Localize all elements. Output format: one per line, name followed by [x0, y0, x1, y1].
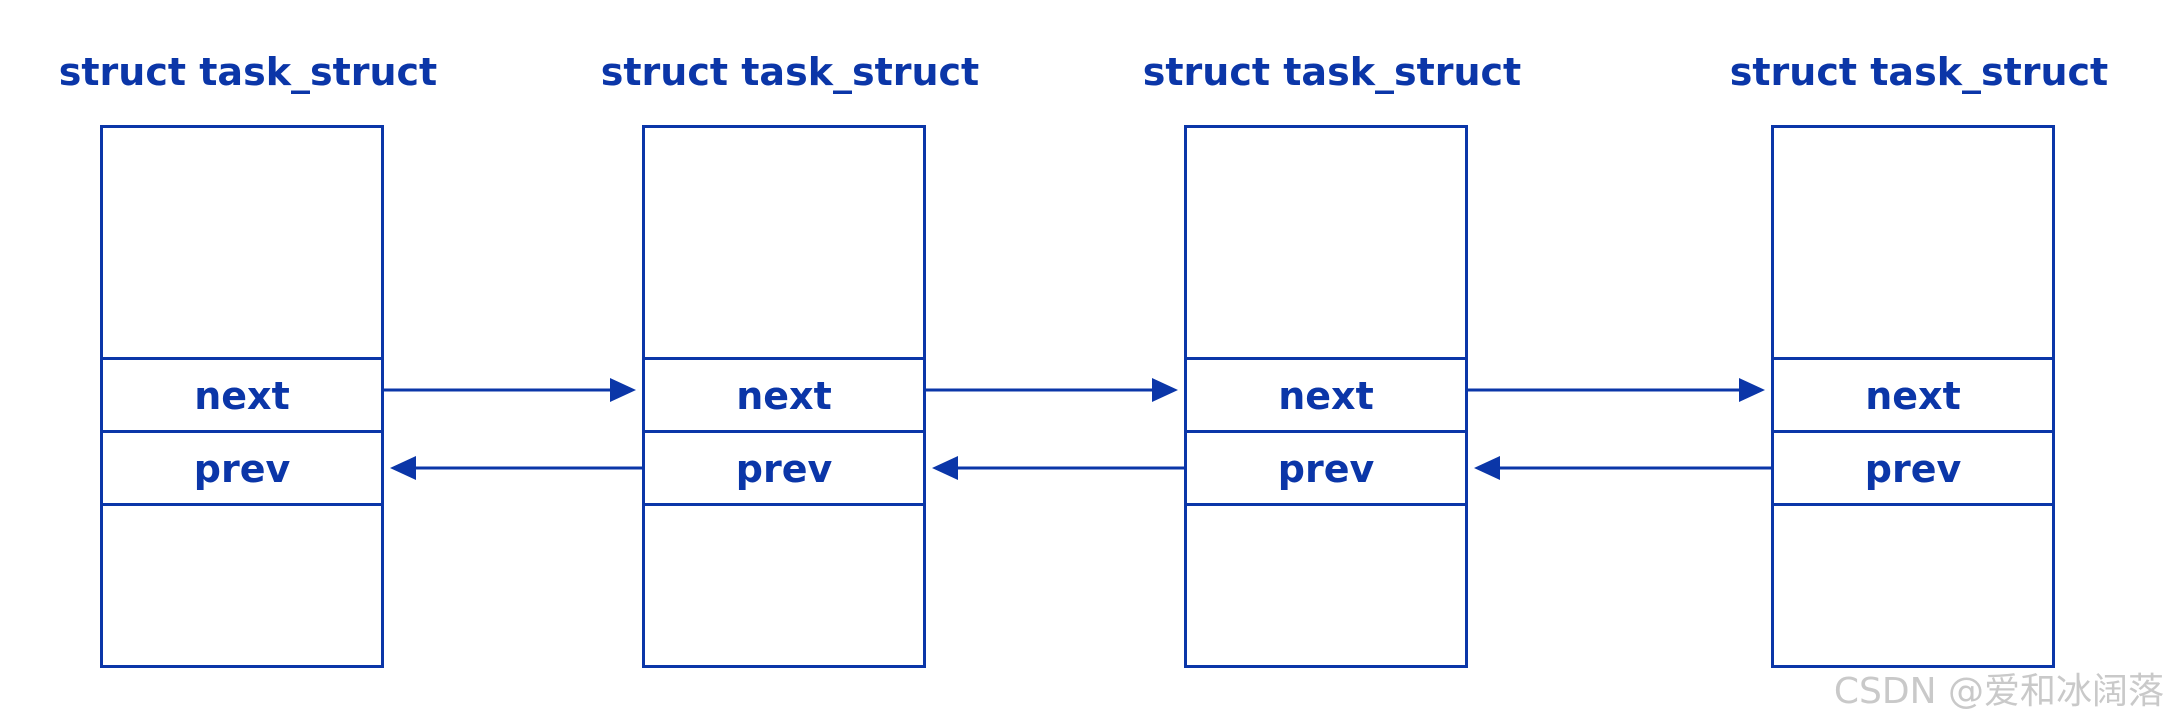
node-3-prev-field: prev — [1774, 430, 2052, 505]
node-1-field-divider — [645, 503, 923, 506]
watermark: CSDN @爱和冰阔落 — [1833, 671, 2164, 712]
node-2-box: next prev — [1184, 125, 1468, 668]
next-arrow-1-to-2-head — [1152, 378, 1178, 402]
prev-arrow-1-to-0 — [390, 456, 642, 480]
node-0-title: struct task_struct — [58, 50, 438, 94]
prev-arrow-1-to-0-head — [390, 456, 416, 480]
node-0-next-field: next — [103, 357, 381, 432]
prev-arrow-3-to-2 — [1474, 456, 1771, 480]
prev-arrow-2-to-1-head — [932, 456, 958, 480]
node-2-prev-field: prev — [1187, 430, 1465, 505]
next-arrow-1-to-2 — [926, 378, 1178, 402]
node-1-prev-field: prev — [645, 430, 923, 505]
node-1-next-field: next — [645, 357, 923, 432]
node-3-next-field: next — [1774, 357, 2052, 432]
node-1-title: struct task_struct — [600, 50, 980, 94]
next-arrow-2-to-3-head — [1739, 378, 1765, 402]
node-2-field-divider — [1187, 503, 1465, 506]
next-arrow-0-to-1-head — [610, 378, 636, 402]
node-0-prev-field: prev — [103, 430, 381, 505]
node-0-field-divider — [103, 503, 381, 506]
next-arrow-0-to-1 — [384, 378, 636, 402]
node-1-box: next prev — [642, 125, 926, 668]
node-2-title: struct task_struct — [1142, 50, 1522, 94]
prev-arrow-2-to-1 — [932, 456, 1184, 480]
prev-arrow-3-to-2-head — [1474, 456, 1500, 480]
node-3-box: next prev — [1771, 125, 2055, 668]
node-3-field-divider — [1774, 503, 2052, 506]
node-0-box: next prev — [100, 125, 384, 668]
node-2-next-field: next — [1187, 357, 1465, 432]
next-arrow-2-to-3 — [1468, 378, 1765, 402]
node-3-title: struct task_struct — [1729, 50, 2109, 94]
